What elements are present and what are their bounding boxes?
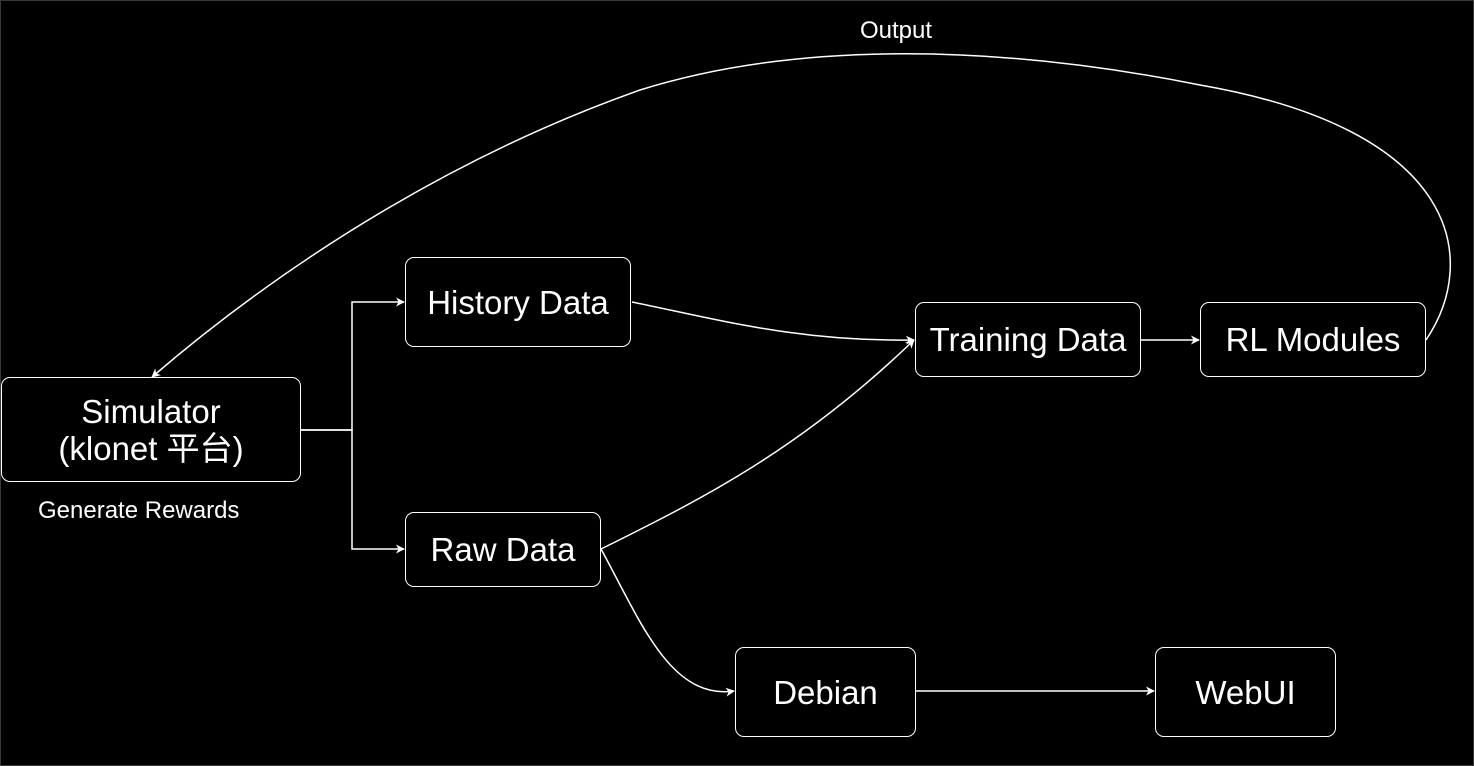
simulator-subtitle: (klonet 平台) xyxy=(58,429,244,467)
edge-history-training xyxy=(631,301,915,345)
node-rl-modules: RL Modules xyxy=(1200,302,1426,377)
node-training-data: Training Data xyxy=(915,302,1141,377)
node-debian: Debian xyxy=(735,647,916,737)
simulator-title: Simulator xyxy=(81,392,221,430)
edge-simulator-raw xyxy=(301,429,405,554)
node-simulator: Simulator (klonet 平台) xyxy=(1,377,301,482)
edge-raw-debian xyxy=(600,548,735,697)
edge-simulator-history xyxy=(301,297,405,431)
node-history-data: History Data xyxy=(405,257,631,347)
label-output: Output xyxy=(860,17,933,44)
label-generate-rewards: Generate Rewards xyxy=(38,497,240,524)
node-webui: WebUI xyxy=(1155,647,1336,737)
node-raw-data: Raw Data xyxy=(405,512,601,587)
edge-raw-training xyxy=(600,339,915,550)
edge-rl-simulator xyxy=(151,53,1451,378)
